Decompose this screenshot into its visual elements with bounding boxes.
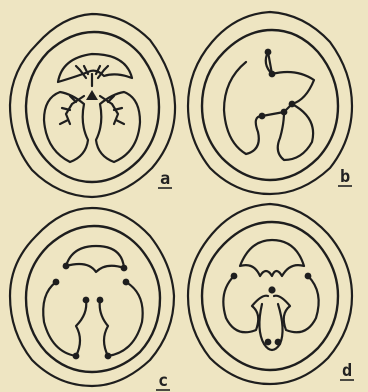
- panel-d-right-chamber: [274, 276, 319, 332]
- panel-a: [10, 14, 175, 197]
- panel-c-node-2: [121, 265, 128, 272]
- panel-b-node-4: [281, 109, 288, 116]
- panel-b-node-5: [289, 101, 296, 108]
- panel-c-node-5: [97, 297, 104, 304]
- panel-c-outer-outline: [10, 208, 174, 386]
- panel-b-node-1: [265, 49, 272, 56]
- panel-a-outer-outline: [10, 14, 175, 197]
- panel-a-left-chamber: [44, 92, 88, 162]
- panel-label-a: a: [160, 169, 170, 189]
- panel-d-outer-outline: [188, 204, 352, 384]
- panel-label-b: b: [340, 167, 350, 187]
- panel-d: [188, 204, 352, 384]
- panel-c-right-chamber: [100, 282, 143, 356]
- panel-b-left-chamber: [224, 62, 262, 154]
- panel-c-left-chamber: [43, 282, 86, 356]
- panel-d-node-2: [231, 273, 238, 280]
- panel-d-upper-chamber: [240, 240, 304, 276]
- panel-c-node-8: [105, 353, 112, 360]
- panel-c-node-6: [123, 279, 130, 286]
- panel-c-node-4: [83, 297, 90, 304]
- panel-label-d: d: [342, 361, 352, 381]
- panel-c-node-3: [53, 279, 60, 286]
- panel-label-c: c: [158, 371, 168, 391]
- panel-d-node-1: [268, 286, 275, 293]
- panel-c: [10, 208, 174, 386]
- panel-c-upper-chamber: [66, 246, 124, 272]
- panel-d-node-3: [305, 273, 312, 280]
- panel-c-node-7: [73, 353, 80, 360]
- panel-d-node-4: [265, 339, 272, 346]
- panel-b-node-2: [269, 71, 276, 78]
- panel-a-central-axis: [86, 90, 98, 100]
- panel-a-upper-chamber: [58, 54, 132, 82]
- panel-b-outer-outline: [188, 12, 352, 194]
- panel-b-node-3: [259, 113, 266, 120]
- panel-b: [188, 12, 352, 194]
- panel-d-node-5: [275, 339, 282, 346]
- panel-c-node-1: [63, 263, 70, 270]
- panel-b-upper-chamber: [266, 52, 314, 104]
- panel-a-right-chamber: [96, 92, 140, 162]
